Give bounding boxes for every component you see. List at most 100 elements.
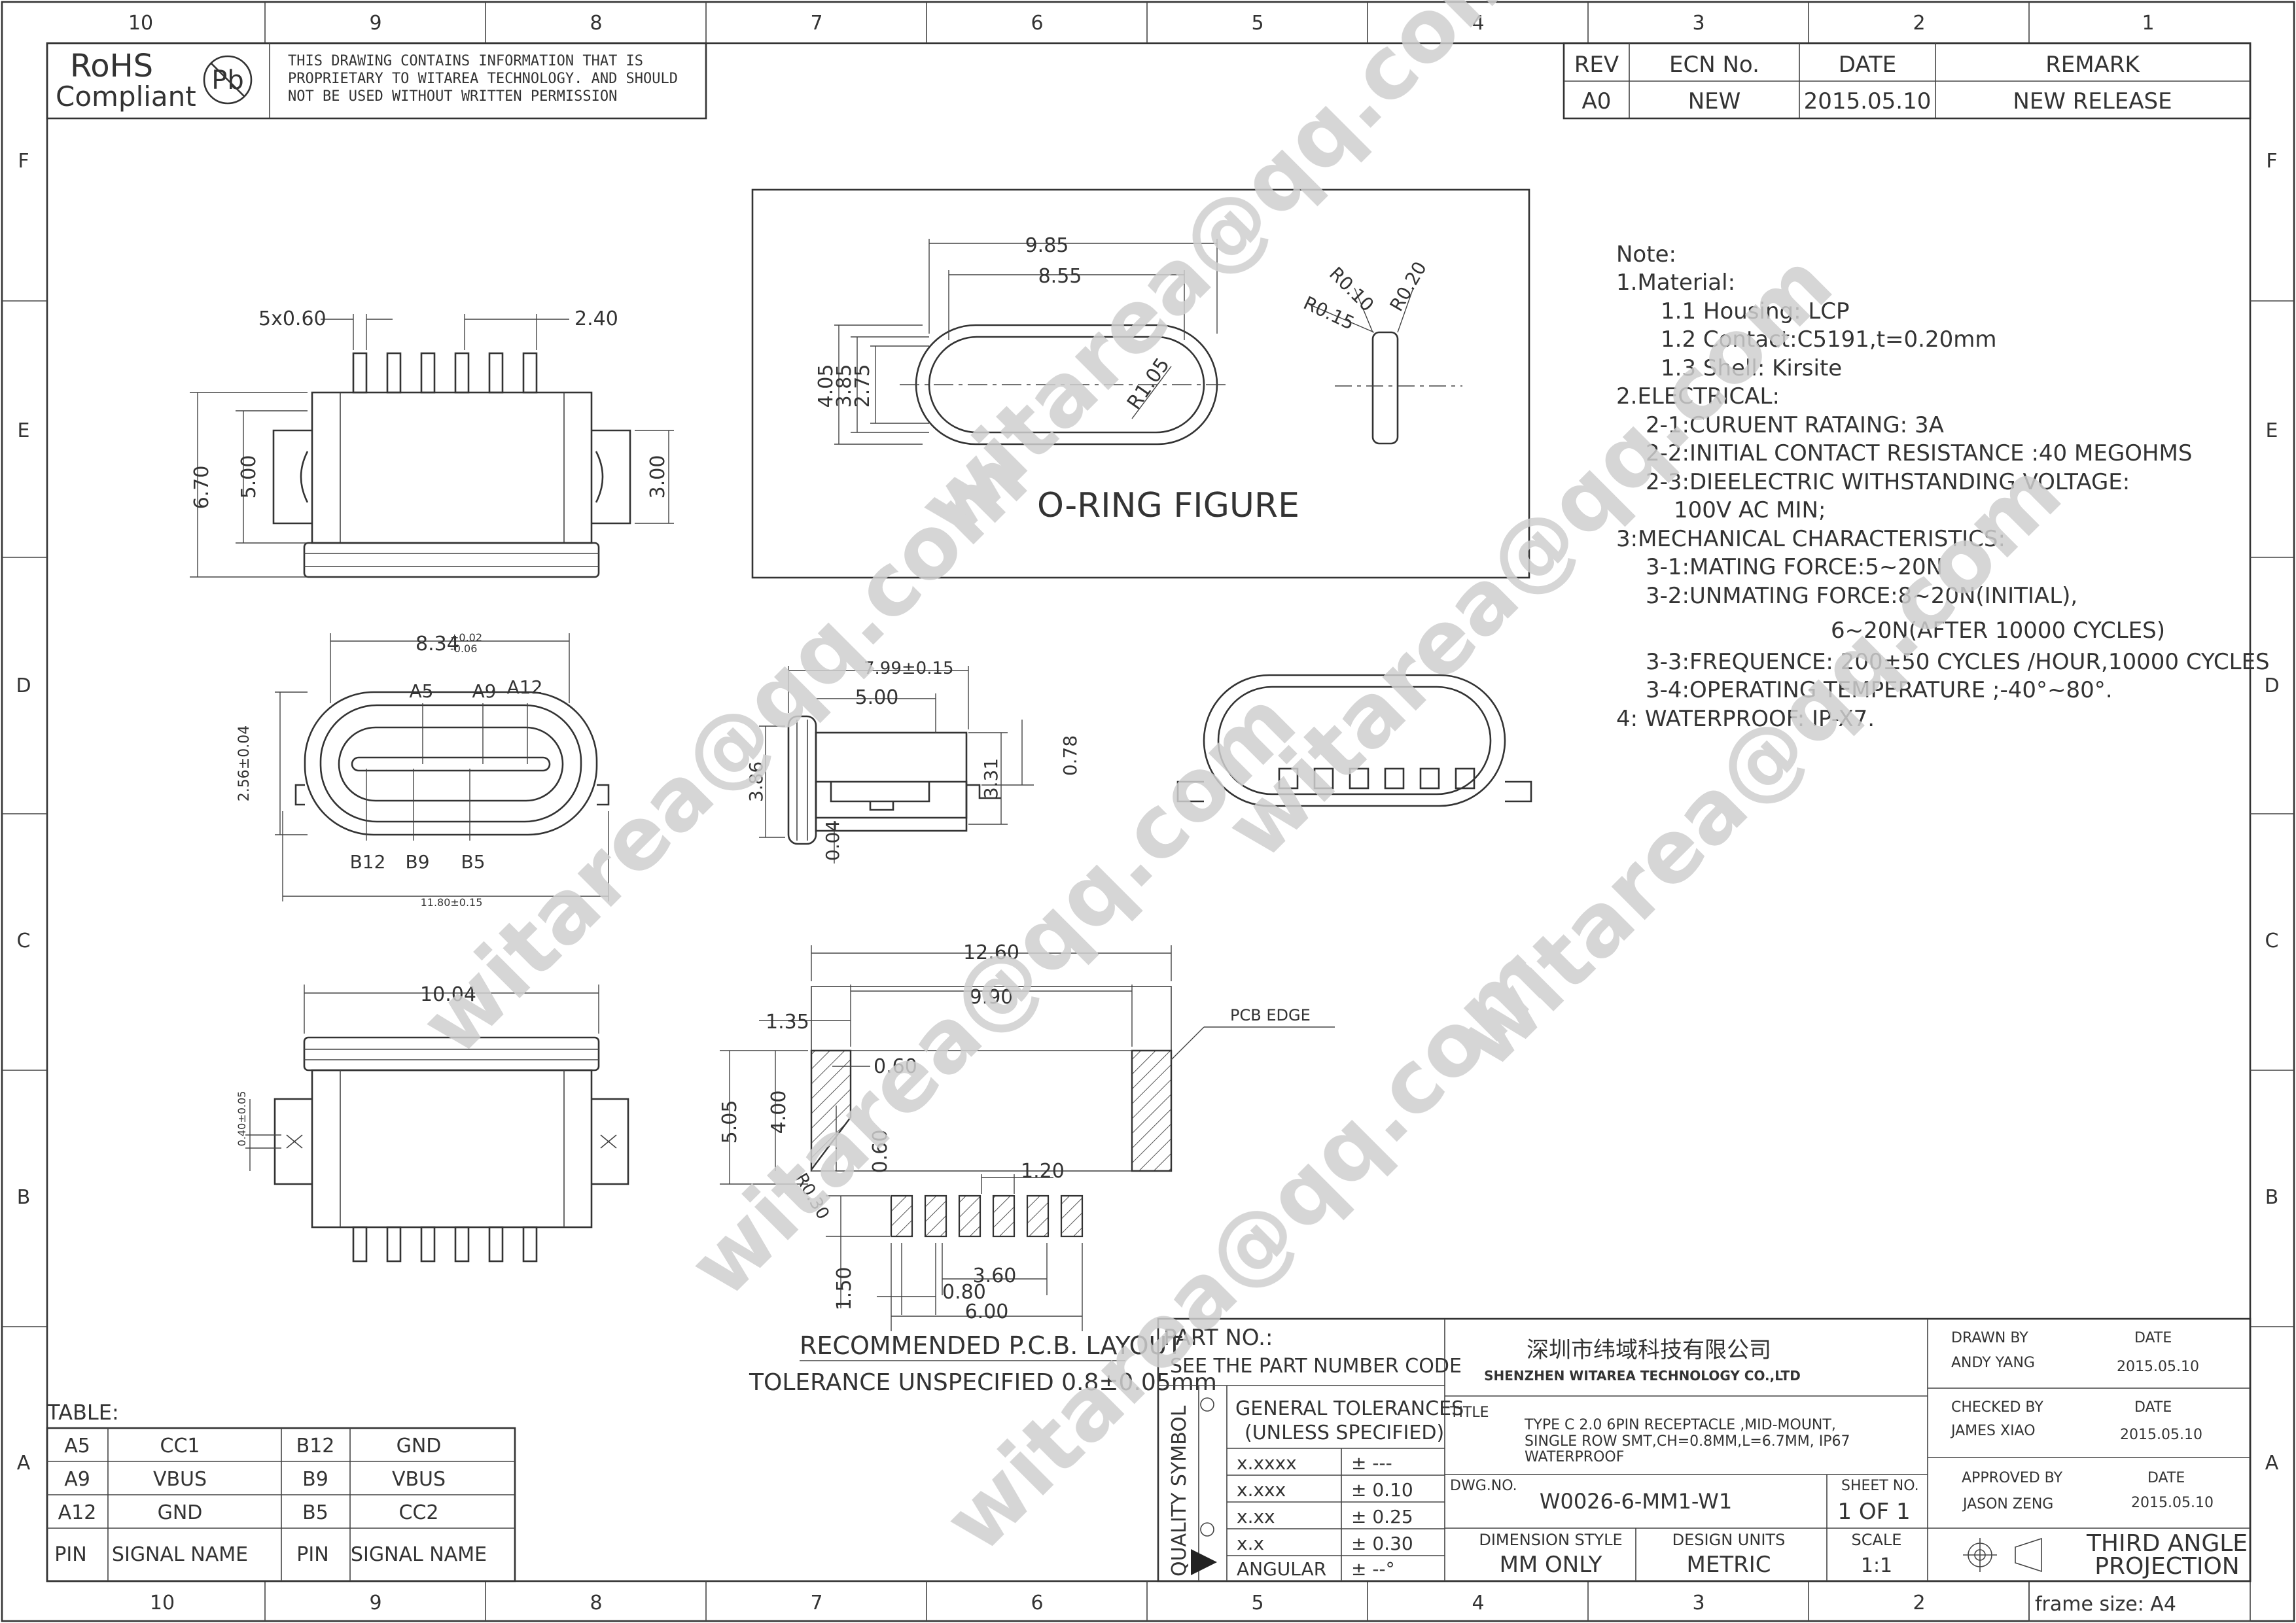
note-line: 3-3:FREQUENCE: 200±50 CYCLES /HOUR,10000…	[1646, 649, 2270, 675]
sheet-label: SHEET NO.	[1841, 1478, 1919, 1494]
svg-text:Pb: Pb	[211, 65, 244, 96]
note-line: 1.3 Shell: Kirsite	[1661, 355, 1842, 381]
tol-value: ± --°	[1351, 1558, 1395, 1580]
row-label: D	[16, 674, 31, 697]
top-view: 5x0.60 2.40 6.70 5.00 3.00	[190, 307, 674, 578]
projection-text: THIRD ANGLE	[2086, 1530, 2248, 1557]
oring-section	[1308, 287, 1462, 445]
dim-label: 1.20	[1021, 1160, 1065, 1183]
general-tolerances-subtitle: (UNLESS SPECIFIED)	[1245, 1422, 1444, 1444]
dim-label: 3.86	[745, 761, 767, 802]
checked-date: 2015.05.10	[2120, 1427, 2202, 1443]
table-label: TABLE:	[46, 1400, 119, 1425]
dim-label: 0.60	[874, 1055, 917, 1078]
title-line: TYPE C 2.0 6PIN RECEPTACLE ,MID-MOUNT,	[1524, 1417, 1836, 1433]
title-label: TITLE	[1449, 1405, 1489, 1421]
dim-label: 0.60	[869, 1130, 892, 1174]
dim-label: 11.80±0.15	[421, 896, 483, 909]
bottom-view: 10.04 0.40±0.05	[236, 983, 629, 1263]
dimension-style-value: MM ONLY	[1500, 1552, 1602, 1578]
dim-label: 5x0.60	[258, 307, 327, 330]
note-line: 1.2 Contact:C5191,t=0.20mm	[1661, 326, 1996, 353]
pcb-layout: 12.60 9.90 1.35 0.60 5.05 4.00 0.60 R0.3…	[718, 941, 1335, 1396]
note-line: 3:MECHANICAL CHARACTERISTICS:	[1616, 526, 2005, 552]
col-label: 3	[1692, 1592, 1704, 1614]
third-angle-icon	[1963, 1537, 2042, 1573]
row-label: C	[17, 930, 31, 952]
quality-symbol-label: QUALITY SYMBOL	[1168, 1405, 1191, 1577]
tol-label: x.xxxx	[1237, 1452, 1297, 1474]
title-block: PART NO.: SEE THE PART NUMBER CODE QUALI…	[1157, 1318, 2252, 1582]
note-line: Note:	[1616, 241, 1676, 268]
rohs-title: RoHS	[70, 48, 153, 84]
dim-label: 4.00	[768, 1091, 790, 1134]
signal-cell: CC1	[160, 1435, 200, 1457]
col-label: 3	[1692, 12, 1704, 35]
col-label: 4	[1472, 1592, 1484, 1614]
col-label: 10	[128, 12, 153, 35]
dim-label: 0.40±0.05	[236, 1091, 248, 1147]
ecn-value: NEW	[1688, 88, 1741, 114]
dim-label: 1.50	[833, 1267, 856, 1311]
oring-dim: 3.85	[833, 364, 856, 408]
rohs-block: RoHS Compliant Pb THIS DRAWING CONTAINS …	[46, 42, 707, 120]
title-line: WATERPROOF	[1525, 1449, 1624, 1465]
oring-title: O-RING FIGURE	[1037, 486, 1299, 525]
dimension-style-label: DIMENSION STYLE	[1479, 1531, 1622, 1549]
ecn-header: ECN No.	[1669, 52, 1759, 78]
pin-label: A12	[507, 676, 543, 698]
dwg-no-value: W0026-6-MM1-W1	[1540, 1489, 1732, 1514]
dim-label: 2.40	[574, 307, 618, 330]
col-label: 8	[590, 1592, 602, 1614]
drawn-by-name: ANDY YANG	[1951, 1355, 2035, 1371]
dim-label: 6.70	[190, 466, 213, 510]
row-label: A	[17, 1452, 31, 1475]
col-label: 2	[1913, 12, 1925, 35]
title-line: SINGLE ROW SMT,CH=0.8MM,L=6.7MM, IP67	[1525, 1433, 1850, 1450]
col-label: 6	[1031, 1592, 1043, 1614]
tol-label: x.x	[1237, 1533, 1264, 1554]
pin-header: PIN	[54, 1543, 86, 1566]
quality-triangle-icon	[1191, 1549, 1217, 1575]
tol-value: ± ---	[1351, 1452, 1392, 1474]
col-label: 4	[1472, 12, 1484, 35]
notes-block: Note: 1.Material: 1.1 Housing: LCP 1.2 C…	[1616, 241, 2270, 732]
tol-value: ± 0.30	[1351, 1533, 1413, 1554]
dim-label: 5.00	[238, 455, 260, 499]
projection-text: PROJECTION	[2094, 1553, 2239, 1580]
drawn-by-label: DRAWN BY	[1951, 1330, 2028, 1346]
date-label: DATE	[2134, 1399, 2172, 1416]
pin-cell: B9	[302, 1468, 328, 1491]
col-label: 10	[150, 1592, 175, 1614]
pin-label: A5	[410, 680, 434, 702]
dim-label: 9.90	[970, 986, 1014, 1009]
signal-header: SIGNAL NAME	[112, 1543, 248, 1566]
tol-value: ± 0.25	[1351, 1506, 1413, 1527]
dim-label: 10.04	[420, 983, 476, 1006]
row-label: B	[17, 1186, 31, 1209]
drawn-date: 2015.05.10	[2117, 1359, 2199, 1375]
dim-label: 7.99±0.15	[864, 659, 954, 678]
oring-dim: 2.75	[851, 364, 874, 408]
note-line: 2-1:CURUENT RATAING: 3A	[1646, 412, 1944, 438]
row-label: B	[2265, 1186, 2279, 1209]
checked-by-label: CHECKED BY	[1951, 1399, 2043, 1416]
pin-cell: B12	[296, 1435, 335, 1457]
note-line: 100V AC MIN;	[1674, 497, 1826, 523]
dim-label: 2.56±0.04	[236, 725, 253, 801]
pin-label: B5	[461, 851, 485, 873]
dim-label: 8.34	[415, 633, 459, 655]
col-label: 9	[369, 1592, 381, 1614]
part-no-value: SEE THE PART NUMBER CODE	[1170, 1355, 1462, 1378]
signal-cell: GND	[158, 1501, 203, 1524]
col-label: 5	[1251, 12, 1263, 35]
side-view: 7.99±0.15 5.00 3.86 3.31 0.78 0.04	[745, 659, 1081, 864]
no-lead-icon: Pb	[203, 55, 253, 105]
row-label: C	[2265, 930, 2279, 952]
row-label: D	[2264, 674, 2279, 697]
col-label: 9	[369, 12, 381, 35]
note-line: 2.ELECTRICAL:	[1616, 383, 1780, 410]
scale-label: SCALE	[1852, 1531, 1902, 1549]
dim-label: 3.31	[980, 758, 1002, 799]
sheet-value: 1 OF 1	[1837, 1499, 1910, 1525]
